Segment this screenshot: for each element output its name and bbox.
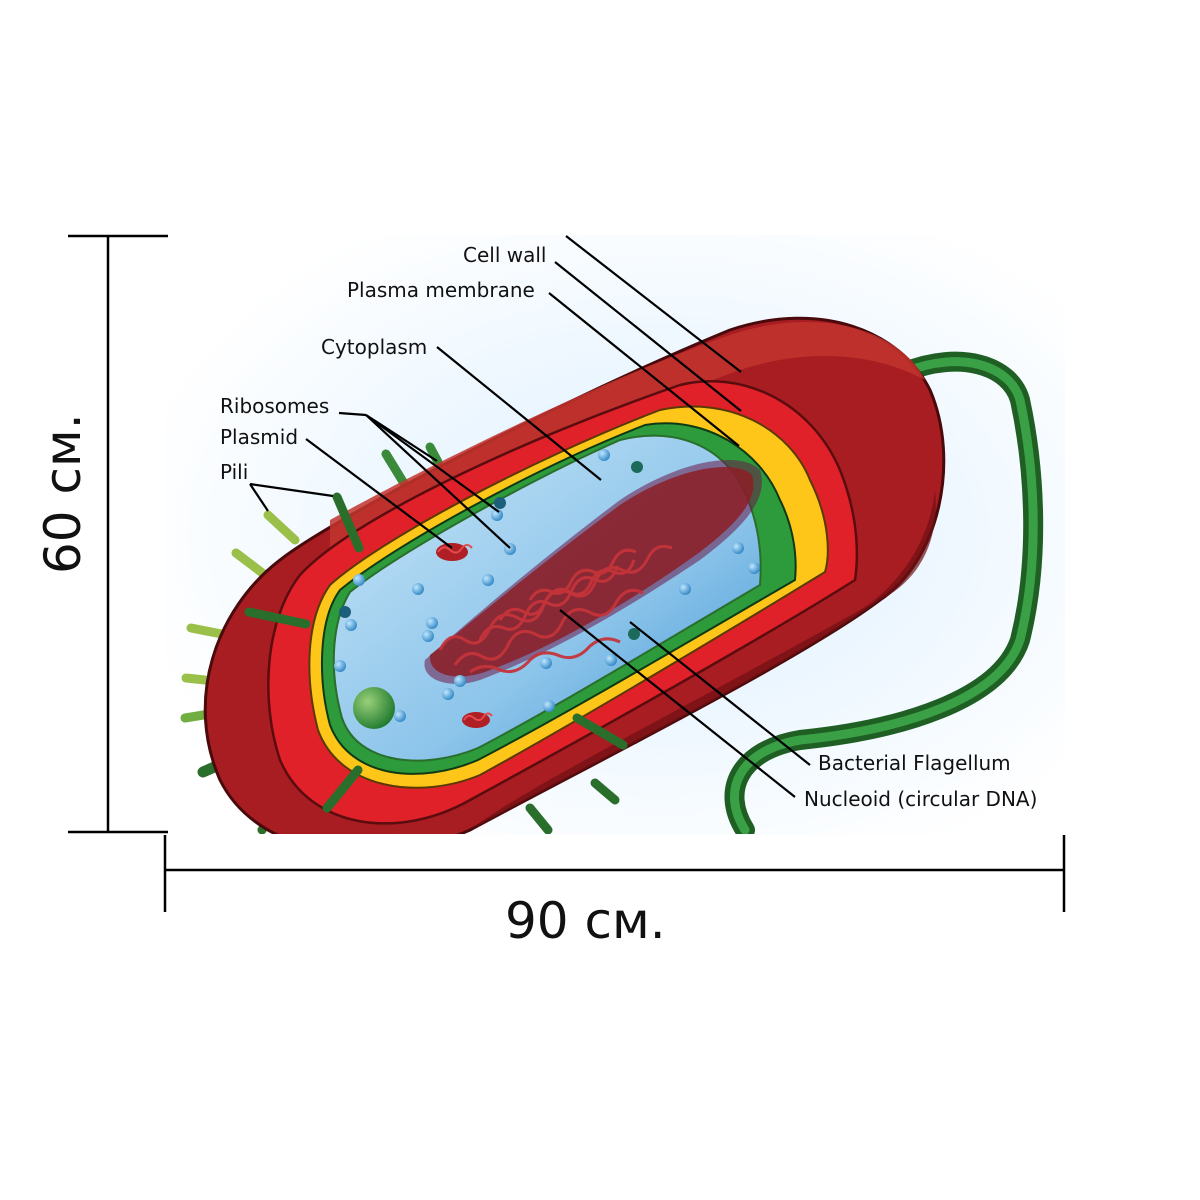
label-nucleoid: Nucleoid (circular DNA) bbox=[804, 787, 1037, 811]
label-pili: Pili bbox=[220, 460, 248, 484]
label-cell-wall: Cell wall bbox=[463, 243, 546, 267]
height-label: 60 см. bbox=[34, 413, 92, 574]
label-flagellum: Bacterial Flagellum bbox=[818, 751, 1011, 775]
ribosomes bbox=[334, 449, 760, 722]
width-label: 90 см. bbox=[505, 892, 666, 950]
width-dimension bbox=[163, 835, 1066, 912]
granule bbox=[353, 687, 395, 729]
label-plasma-membrane: Plasma membrane bbox=[347, 278, 535, 302]
height-dimension bbox=[68, 234, 168, 834]
nucleoid bbox=[424, 460, 762, 684]
leader-lines bbox=[249, 235, 811, 798]
cell-illustration bbox=[180, 316, 1044, 834]
plasmid bbox=[436, 543, 493, 728]
label-plasmid: Plasmid bbox=[220, 425, 298, 449]
label-ribosomes: Ribosomes bbox=[220, 394, 329, 418]
label-cytoplasm: Cytoplasm bbox=[321, 335, 427, 359]
